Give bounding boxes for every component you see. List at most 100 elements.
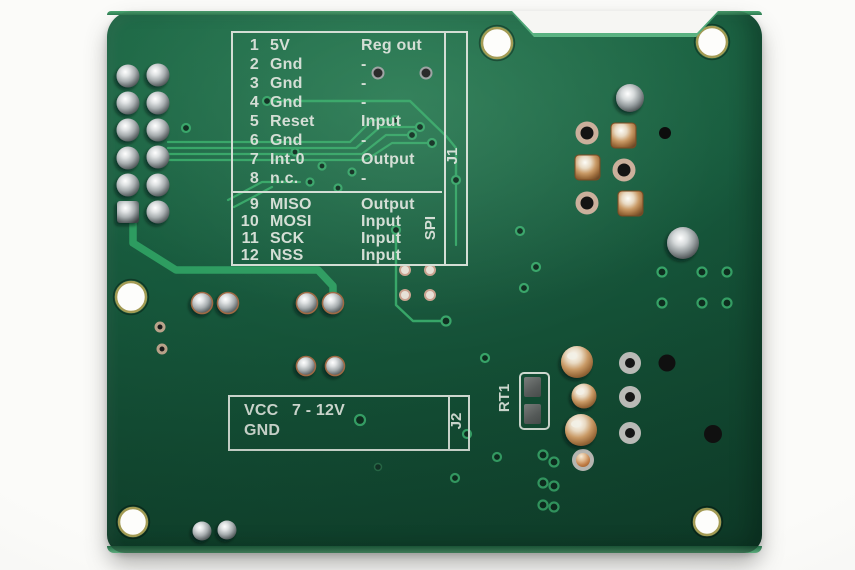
pin-row: 12 NSS Input	[237, 247, 447, 264]
pin-number: 2	[249, 56, 259, 73]
trace	[166, 118, 397, 144]
j1-pin-table-box	[231, 31, 446, 266]
solder-pad	[324, 355, 346, 377]
hole-dark	[704, 425, 722, 443]
solder-pad	[192, 521, 212, 541]
pin-number: 8	[249, 170, 259, 187]
pin-direction: Input	[361, 113, 402, 130]
via-group	[180, 95, 733, 513]
pin-number: 4	[249, 94, 259, 111]
solder-blob	[571, 383, 597, 409]
header-pad	[146, 118, 170, 142]
rt1-smd-pad	[524, 377, 541, 397]
header-pad	[116, 146, 140, 170]
top-right-cluster	[574, 84, 699, 259]
mounting-hole	[695, 25, 729, 59]
mounting-hole	[117, 506, 149, 538]
header-pad-pin1	[117, 201, 139, 223]
header-pad	[146, 63, 170, 87]
trace	[226, 180, 302, 202]
board-top-bevel	[107, 11, 762, 15]
pin-name: MISO	[270, 196, 312, 213]
pin-number: 7	[249, 151, 259, 168]
gnd-label: GND	[244, 422, 281, 439]
header-pad	[116, 64, 140, 88]
center-pads	[190, 291, 346, 541]
hole-ringed	[575, 121, 599, 145]
pin-number: 1	[249, 37, 259, 54]
mounting-holes	[112, 23, 731, 540]
pin-number: 12	[240, 247, 259, 264]
mounting-hole	[692, 507, 722, 537]
j1-table-divider	[233, 191, 442, 193]
pin-direction: Input	[361, 213, 402, 230]
pin-name: Gnd	[270, 132, 303, 149]
solder-pad	[321, 291, 345, 315]
trace	[166, 133, 414, 156]
solder-pad	[295, 355, 317, 377]
trace	[265, 99, 458, 180]
pin-direction: -	[361, 56, 367, 73]
pcb-board	[107, 11, 762, 553]
voltage-range-label: 7 - 12V	[292, 402, 345, 419]
rt1-solder-blobs	[561, 346, 597, 446]
hole-gray-ring	[619, 422, 641, 444]
hole-gray-ring	[619, 352, 641, 374]
pin-direction: Input	[361, 247, 402, 264]
solder-pad	[295, 291, 319, 315]
header-pad	[146, 173, 170, 197]
pin-name: MOSI	[270, 213, 312, 230]
pin-name: Gnd	[270, 75, 303, 92]
solder-pad	[216, 291, 240, 315]
header-pad-group	[116, 63, 170, 224]
mid-right-holes	[572, 352, 722, 471]
pin-name: SCK	[270, 230, 305, 247]
hole-gray-ring	[619, 386, 641, 408]
thick-trace	[129, 208, 337, 305]
pin-direction: -	[361, 75, 367, 92]
pin-direction: Input	[361, 230, 402, 247]
pin-number: 9	[249, 196, 259, 213]
pin-direction: Output	[361, 151, 415, 168]
solder-dome-pad	[667, 227, 699, 259]
board-top-notch	[512, 11, 718, 33]
pin-name: Int-0	[270, 151, 305, 168]
header-pad	[146, 200, 170, 224]
solder-blob	[561, 346, 593, 378]
mounting-hole	[114, 280, 148, 314]
rt1-footprint-outline	[519, 372, 550, 430]
pin-name: Reset	[270, 113, 315, 130]
pin-direction: -	[361, 132, 367, 149]
pad-via-group	[154, 66, 436, 472]
solder-blob	[565, 414, 597, 446]
rt1-smd-pad	[524, 404, 541, 424]
trace	[166, 141, 434, 162]
header-pad	[146, 91, 170, 115]
j1-column-box	[442, 31, 468, 266]
board-bottom-bevel	[107, 546, 762, 553]
pin-row: 9 MISO Output	[237, 196, 447, 213]
pin-row: 3 Gnd -	[237, 74, 447, 93]
pin-row: 8 n.c. -	[237, 169, 447, 188]
header-pad	[116, 118, 140, 142]
mounting-hole	[480, 26, 514, 60]
trace	[394, 230, 448, 323]
solder-dome-pad	[616, 84, 644, 112]
pin-direction: Reg out	[361, 37, 422, 54]
vcc-label: VCC	[244, 402, 279, 419]
pin-row: 10 MOSI Input	[237, 213, 447, 230]
pin-name: n.c.	[270, 170, 299, 187]
pin-number: 3	[249, 75, 259, 92]
pin-direction: -	[361, 170, 367, 187]
pin-number: 10	[240, 213, 259, 230]
hole-ringed	[575, 191, 599, 215]
pin-name: NSS	[270, 247, 304, 264]
pin-direction: Output	[361, 196, 415, 213]
hole-dark	[658, 354, 676, 372]
header-pad	[116, 91, 140, 115]
